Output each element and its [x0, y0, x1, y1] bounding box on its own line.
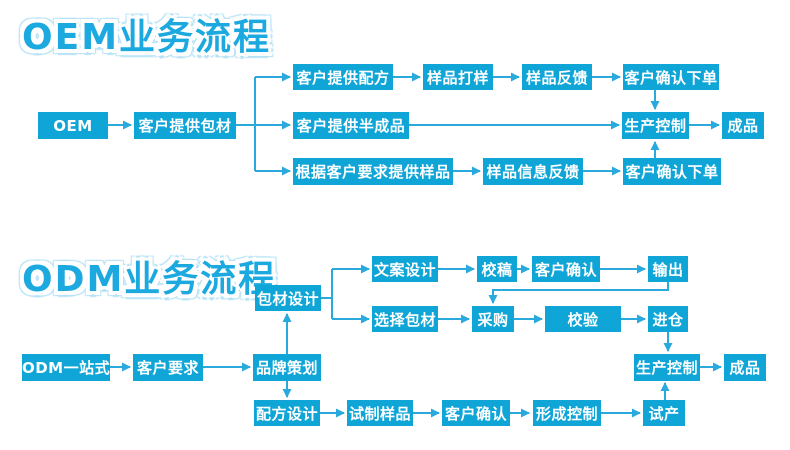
flow-node-shizhi-yangpin: 试制样品: [347, 400, 413, 426]
flow-node-genju-kehu-yaoqiu: 根据客户要求提供样品: [293, 158, 453, 185]
flow-node-jincang: 进仓: [648, 306, 688, 332]
flow-node-kehu-tigong-baocai: 客户提供包材: [134, 112, 236, 139]
flow-node-kehu-queren-xiadan-bottom: 客户确认下单: [623, 158, 721, 185]
flow-node-xuanze-baocai: 选择包材: [372, 306, 438, 332]
flow-node-oem: OEM: [38, 112, 108, 139]
flow-node-jiaoyan: 校验: [545, 306, 621, 332]
flow-node-kehu-queren-wenan: 客户确认: [532, 256, 600, 282]
oem-flow-title: OEM业务流程: [22, 17, 272, 58]
flow-node-shengchan-kongzhi-odm: 生产控制: [634, 354, 700, 381]
flow-node-kehu-yaoqiu: 客户要求: [133, 354, 203, 381]
flow-node-pinpai-cehua: 品牌策划: [253, 354, 321, 381]
odm-flow-title: ODM业务流程: [22, 259, 277, 300]
flow-node-jiaogao: 校稿: [477, 256, 517, 282]
flow-node-baocai-sheji: 包材设计: [255, 285, 321, 311]
flow-edge: [488, 282, 669, 304]
flow-node-caigou: 采购: [472, 306, 514, 332]
flow-node-shengchan-kongzhi-oem: 生产控制: [622, 112, 689, 139]
flow-node-peifang-sheji: 配方设计: [254, 400, 320, 426]
flow-node-kehu-tigong-peifang: 客户提供配方: [293, 64, 393, 90]
flow-node-shuchu: 输出: [648, 256, 688, 282]
flow-node-kehu-queren-yangpin: 客户确认: [442, 400, 510, 426]
flow-node-chengpin-odm: 成品: [724, 354, 766, 381]
flow-node-yangpin-fankui: 样品反馈: [522, 64, 592, 90]
flow-node-shichan: 试产: [643, 400, 685, 426]
flow-node-kehu-tigong-banchengpin: 客户提供半成品: [293, 112, 409, 139]
flow-node-odm-yizhanshi: ODM一站式: [22, 354, 110, 381]
flow-node-kehu-queren-xiadan-top: 客户确认下单: [623, 64, 719, 90]
flow-node-xingcheng-kongzhi: 形成控制: [533, 400, 601, 426]
flow-node-wenan-sheji: 文案设计: [372, 256, 438, 282]
flow-node-yangpin-dayang: 样品打样: [423, 64, 493, 90]
flow-node-chengpin-oem: 成品: [722, 112, 764, 139]
flow-node-yangpin-xinxi-fankui: 样品信息反馈: [483, 158, 583, 185]
